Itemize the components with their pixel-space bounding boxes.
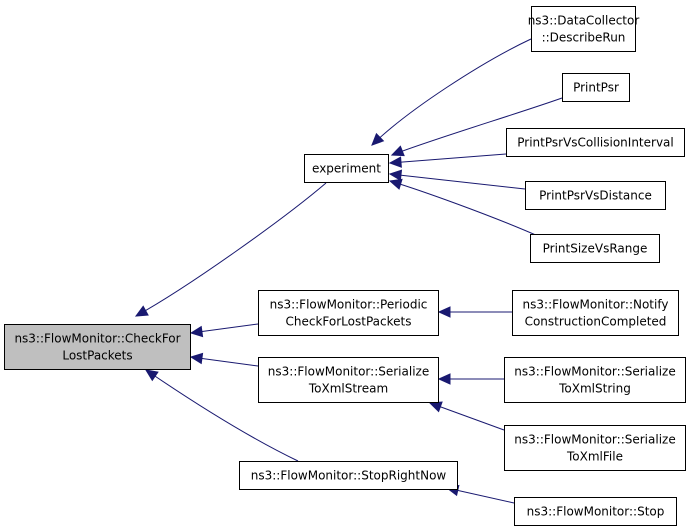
node-stop-right-now[interactable]: ns3::FlowMonitor::StopRightNow [239,461,458,490]
node-label: ns3::DataCollector [528,14,640,28]
edge-serialize_to_xml_stream-to-check_for_lost_packets [189,352,259,367]
edge-serialize_to_xml_string-to-serialize_to_xml_stream [437,373,504,385]
edge-line [145,369,299,462]
edge-line [389,153,507,164]
node-box[interactable] [304,154,389,183]
node-periodic-check[interactable]: ns3::FlowMonitor::PeriodicCheckForLostPa… [258,290,439,336]
edge-line [429,402,505,431]
node-label: ns3::FlowMonitor::StopRightNow [251,469,447,483]
nodes-layer: ns3::FlowMonitor::CheckForLostPackets exp… [4,6,686,526]
edge-print_psr-to-experiment [390,97,563,157]
arrowhead [437,373,451,385]
edge-line [391,97,563,156]
edges-layer [134,38,563,504]
node-label: ToXmlStream [308,382,388,396]
edge-periodic_check-to-check_for_lost_packets [189,323,259,338]
arrowhead [390,145,405,157]
node-print-size-vs-range[interactable]: PrintSizeVsRange [530,234,660,263]
node-box[interactable] [512,290,679,336]
node-label: experiment [312,162,381,176]
edge-line [389,173,526,190]
edge-notify_construction_completed-to-periodic_check [437,306,512,318]
edge-print_psr_vs_distance-to-experiment [388,169,526,190]
node-label: ToXmlString [558,382,631,396]
node-box[interactable] [239,461,458,490]
node-print-psr-vs-distance[interactable]: PrintPsrVsDistance [525,181,666,210]
node-experiment[interactable]: experiment [304,154,389,183]
node-label: ns3::FlowMonitor::Serialize [268,365,429,379]
edge-stop_right_now-to-check_for_lost_packets [145,369,299,462]
arrowhead [428,401,443,413]
edge-print_psr_vs_collision_interval-to-experiment [388,153,507,168]
node-box[interactable] [4,324,191,370]
arrowhead [145,369,159,382]
edge-line [135,182,327,317]
node-label: ConstructionCompleted [525,315,667,329]
node-label: ns3::FlowMonitor::Stop [527,505,665,519]
node-label: ::DescribeRun [542,31,626,45]
node-label: ToXmlFile [566,450,623,464]
arrowhead [189,352,204,365]
node-label: ns3::FlowMonitor::Periodic [270,298,428,312]
arrowhead [388,156,402,168]
node-box[interactable] [504,357,686,403]
node-box[interactable] [562,73,630,102]
node-label: PrintSizeVsRange [543,242,648,256]
arrowhead [189,325,204,338]
edge-serialize_to_xml_file-to-serialize_to_xml_stream [428,401,505,431]
arrowhead [388,169,403,182]
node-box[interactable] [504,425,686,471]
node-box[interactable] [506,128,685,157]
edge-experiment-to-check_for_lost_packets [134,182,327,317]
node-describe-run[interactable]: ns3::DataCollector::DescribeRun [528,6,640,52]
node-label: ns3::FlowMonitor::Serialize [514,433,675,447]
node-box[interactable] [258,357,439,403]
node-print-psr[interactable]: PrintPsr [562,73,630,102]
node-print-psr-vs-collision-interval[interactable]: PrintPsrVsCollisionInterval [506,128,685,157]
edge-print_size_vs_range-to-experiment [388,178,539,237]
node-box[interactable] [525,181,666,210]
edge-line [389,180,539,237]
node-box[interactable] [514,497,677,526]
node-label: CheckForLostPackets [286,315,412,329]
arrowhead [388,178,403,190]
node-check-for-lost-packets[interactable]: ns3::FlowMonitor::CheckForLostPackets [4,324,191,370]
arrowhead [134,305,149,317]
edge-line [371,38,532,146]
node-stop[interactable]: ns3::FlowMonitor::Stop [514,497,677,526]
node-label: PrintPsr [573,81,619,95]
arrowhead [437,306,451,318]
node-label: ns3::FlowMonitor::Notify [523,298,669,312]
node-box[interactable] [531,6,636,52]
node-box[interactable] [258,290,439,336]
arrowhead [371,132,385,146]
node-box[interactable] [530,234,660,263]
node-label: ns3::FlowMonitor::Serialize [514,365,675,379]
node-label: ns3::FlowMonitor::CheckFor [14,332,180,346]
node-label: LostPackets [62,349,132,363]
node-label: PrintPsrVsCollisionInterval [517,136,674,150]
node-notify-construction-completed[interactable]: ns3::FlowMonitor::NotifyConstructionComp… [512,290,679,336]
node-label: PrintPsrVsDistance [539,189,652,203]
edge-describe_run-to-experiment [371,38,532,146]
